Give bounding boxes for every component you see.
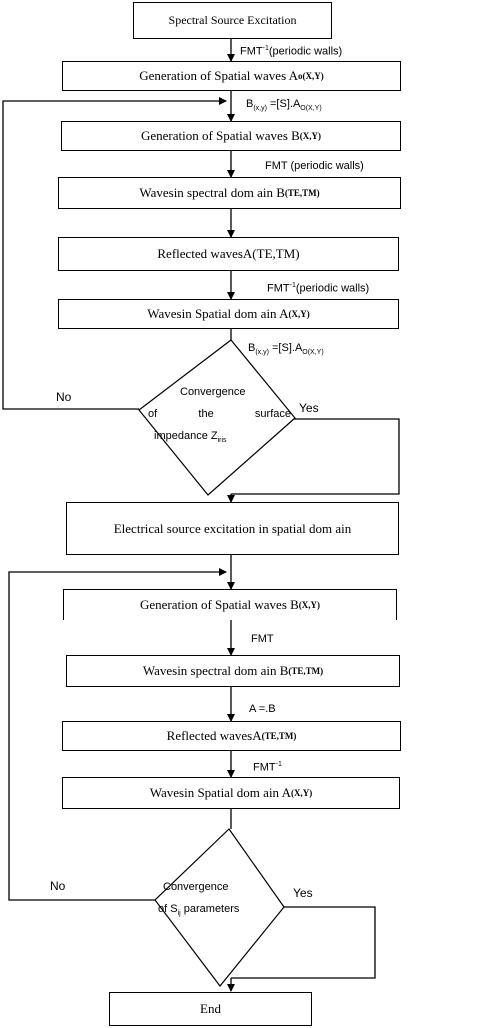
- decision-2-yes-label: Yes: [293, 886, 313, 900]
- box-label: Wavesin spectral dom ain B: [139, 185, 285, 200]
- no-loop-1: [2, 97, 227, 410]
- box-label: Wavesin spectral dom ain B: [142, 663, 289, 678]
- box-label-sub: (TE,TM): [261, 731, 297, 741]
- box-label-sub: (X,Y): [298, 600, 321, 610]
- spatial-domain-a-box-2: Wavesin Spatial dom ain A(X,Y): [62, 777, 400, 809]
- yes-path-2: [231, 906, 376, 979]
- end-box: End: [109, 992, 312, 1026]
- box-label-sub: (X,Y): [299, 131, 322, 141]
- no-loop-2: [8, 568, 227, 901]
- label-fmt-inverse-1: FMT-1(periodic walls): [240, 45, 343, 58]
- yes-path-1: [231, 418, 400, 495]
- decision-diamond-2: [154, 828, 285, 987]
- label-b-equals-s-a-2: B(x,y) =[S].AO(X,Y): [248, 342, 324, 357]
- box-label: Generation of Spatial waves A: [139, 68, 299, 83]
- box-label: Reflected wavesA: [166, 728, 262, 743]
- decision-2-line-1: Convergence: [163, 881, 229, 893]
- spectral-domain-b-box: Wavesin spectral dom ain B(TE,TM): [58, 177, 401, 209]
- reflected-waves-a-box-2: Reflected wavesA(TE,TM): [62, 721, 401, 751]
- box-label: Spectral Source Excitation: [168, 13, 297, 27]
- decision-1-line-1: Convergence: [180, 386, 246, 398]
- box-label: Generation of Spatial waves B: [140, 128, 300, 143]
- label-a-equals-b: A =.B: [249, 703, 276, 715]
- box-label: Generation of Spatial waves B: [139, 597, 299, 612]
- label-fmt-inverse-2: FMT-1(periodic walls): [267, 282, 370, 295]
- box-label-sub: (X,Y): [288, 309, 310, 319]
- spatial-waves-b-box-2: Generation of Spatial waves B(X,Y): [63, 589, 397, 620]
- box-label: Reflected wavesA(TE,TM): [157, 246, 300, 261]
- label-fmt: FMT: [251, 633, 274, 645]
- decision-1-line-3: impedance Ziris: [154, 430, 227, 445]
- box-label-sub: (TE,TM): [288, 666, 324, 676]
- box-label: Wavesin Spatial dom ain A: [149, 785, 291, 800]
- label-fmt-inverse-3: FMT-1: [253, 761, 282, 774]
- decision-diamond-1: [138, 339, 296, 496]
- spatial-domain-a-box: Wavesin Spatial dom ain A(X,Y): [58, 299, 399, 329]
- decision-1-yes-label: Yes: [299, 401, 319, 415]
- electrical-source-excitation-box: Electrical source excitation in spatial …: [66, 502, 399, 555]
- reflected-waves-a-box: Reflected wavesA(TE,TM): [58, 237, 399, 271]
- box-label-sub: (X,Y): [290, 788, 313, 798]
- box-label: Wavesin Spatial dom ain A: [147, 306, 289, 321]
- box-label-sub: (TE,TM): [284, 188, 320, 198]
- decision-2-no-label: No: [50, 879, 66, 893]
- decision-1-no-label: No: [56, 390, 72, 404]
- spatial-waves-b-box: Generation of Spatial waves B(X,Y): [61, 121, 401, 151]
- box-label-sub: o(X,Y): [298, 71, 324, 81]
- label-b-equals-s-a-1: B(x,y) =[S].AO(X,Y): [246, 98, 322, 113]
- spectral-domain-b-box-2: Wavesin spectral dom ain B(TE,TM): [66, 655, 400, 687]
- spectral-source-excitation-box: Spectral Source Excitation: [133, 2, 332, 39]
- box-label: Electrical source excitation in spatial …: [113, 520, 352, 536]
- decision-2-line-2: of Sij parameters: [158, 903, 240, 918]
- box-label: End: [200, 1001, 221, 1016]
- label-fmt-periodic: FMT (periodic walls): [265, 160, 364, 172]
